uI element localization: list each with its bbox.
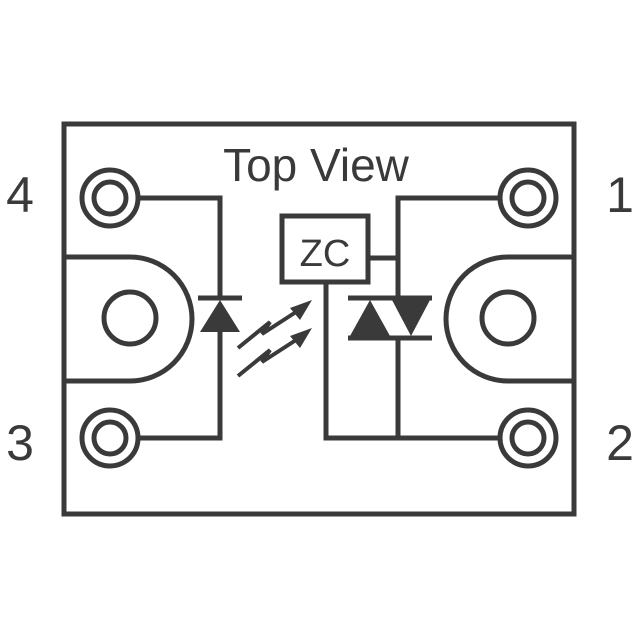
pin-pad-1 [497, 167, 559, 229]
triac-triangle-up [350, 300, 390, 336]
pin-label-3: 3 [6, 415, 34, 471]
light-ray-upper [236, 310, 298, 350]
left-mounting-hole [101, 289, 159, 347]
light-ray-lower [236, 338, 298, 378]
pin-pad-4 [79, 167, 141, 229]
right-mounting-hole [479, 289, 537, 347]
wire-zc-bottom [323, 282, 500, 441]
arrowhead-upper [290, 300, 312, 320]
zc-label: ZC [300, 233, 351, 275]
wire-led-pin3 [138, 330, 223, 441]
right-mounting-tab [443, 254, 574, 384]
left-mounting-tab [64, 254, 195, 384]
pin-label-1: 1 [606, 167, 634, 223]
pin-label-4: 4 [6, 167, 34, 223]
package-outline [61, 121, 577, 517]
pin-label-2: 2 [606, 415, 634, 471]
pin-pad-3 [79, 407, 141, 469]
top-view-title: Top View [223, 139, 410, 191]
led-diode-triangle [200, 300, 240, 332]
triac-triangle-down [392, 300, 430, 336]
pin-pad-2 [497, 407, 559, 469]
arrowhead-lower [290, 328, 312, 348]
wire-pin4-led [138, 195, 223, 298]
wire-pin1-triac [395, 195, 500, 298]
